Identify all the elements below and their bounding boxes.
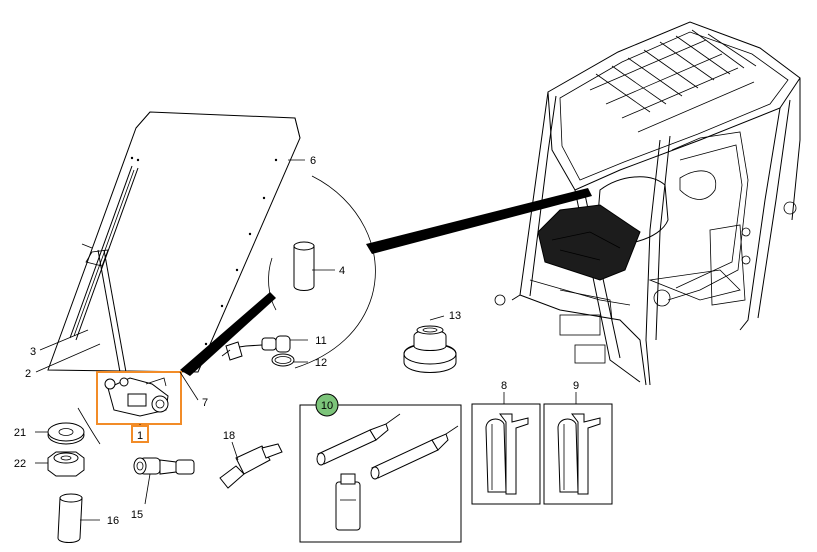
callout-21[interactable]: 21: [14, 427, 26, 439]
callout-4[interactable]: 4: [339, 265, 345, 277]
part-15-fitting: [133, 457, 195, 475]
part-18-connector: [219, 443, 283, 489]
wiper-motor-illustration: [96, 371, 182, 425]
callout-7[interactable]: 7: [202, 397, 208, 409]
highlight-label-box: [131, 425, 149, 443]
detail-arc-inner: [268, 257, 277, 311]
part-9-profile: [543, 403, 613, 505]
callout-wedge-lower: [180, 292, 276, 376]
callout-9[interactable]: 9: [573, 380, 579, 392]
callout-labels: 1 2 3 4 6 7 8 9 10 11 12 13 15 16 18 21 …: [14, 155, 579, 527]
callout-13[interactable]: 13: [449, 310, 461, 322]
callout-16[interactable]: 16: [107, 515, 119, 527]
callout-2[interactable]: 2: [25, 368, 31, 380]
callout-15[interactable]: 15: [131, 509, 143, 521]
cab-frame-illustration: [494, 21, 801, 386]
part-21-washer: [47, 422, 85, 445]
detail-arc-left: [77, 407, 101, 445]
part-11-connector: [221, 335, 291, 361]
detail-arc-right: [294, 175, 376, 369]
part-4-hose: [293, 241, 315, 291]
part-12-ring: [271, 353, 295, 367]
part-13-grommet: [403, 325, 457, 373]
part-16-hose: [57, 493, 83, 543]
callout-10[interactable]: 10: [321, 400, 333, 412]
windshield-panel-illustration: [47, 111, 301, 373]
callout-3[interactable]: 3: [30, 346, 36, 358]
part-10-sealant-kit: [299, 404, 462, 543]
callout-6[interactable]: 6: [310, 155, 316, 167]
callout-1[interactable]: 1: [137, 430, 143, 442]
callout-18[interactable]: 18: [223, 430, 235, 442]
callout-22[interactable]: 22: [14, 458, 26, 470]
wiper-arm-illustration: [69, 165, 139, 373]
part-8-profile: [471, 403, 541, 505]
callout-12[interactable]: 12: [315, 357, 327, 369]
callout-wedge-upper: [366, 188, 592, 254]
kit-badge: [315, 393, 339, 417]
callout-11[interactable]: 11: [315, 335, 326, 347]
part-22-nut: [47, 451, 85, 477]
callout-8[interactable]: 8: [501, 380, 507, 392]
